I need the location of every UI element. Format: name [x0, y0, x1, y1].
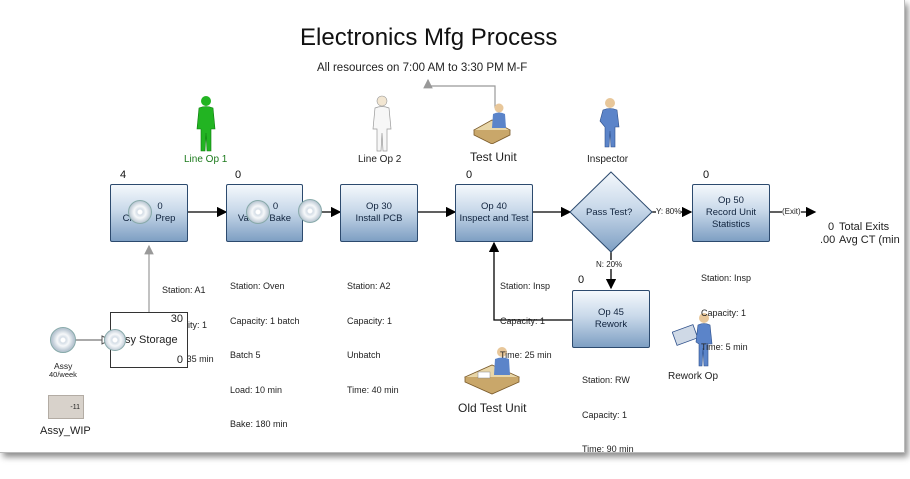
info-line: Time: 5 min: [701, 342, 748, 352]
op40-box[interactable]: Op 40 Inspect and Test: [455, 184, 533, 242]
op45-box[interactable]: Op 45 Rework: [572, 290, 650, 348]
operator-green-icon: [196, 96, 216, 152]
arrow-op45-op40: [488, 241, 572, 321]
op40-info: Station: Insp Capacity: 1 Time: 25 min: [500, 258, 552, 385]
avg-ct-label: Avg CT (min: [839, 234, 900, 246]
op20-count: 0: [235, 169, 242, 181]
op10-count: 4: [120, 169, 127, 181]
rework-op-label: Rework Op: [668, 371, 719, 382]
info-line: Station: A2: [347, 281, 391, 291]
op30-id: Op 30: [366, 201, 392, 212]
avg-ct-value: .00: [820, 234, 836, 246]
info-line: Capacity: 1: [582, 409, 628, 420]
diagram-canvas: Electronics Mfg Process All resources on…: [0, 0, 905, 454]
op20-info: Station: Oven Capacity: 1 batch Batch 5 …: [230, 258, 300, 454]
assy-rate: 40/week: [49, 370, 77, 379]
op45-count: 0: [578, 274, 585, 286]
info-line: Batch 5: [230, 350, 261, 360]
rework-op-icon: [672, 313, 713, 367]
op30-box[interactable]: Op 30 Install PCB: [340, 184, 418, 242]
info-line: Unbatch: [347, 350, 381, 360]
page-title: Electronics Mfg Process: [300, 24, 558, 51]
part-disc-icon: [298, 199, 322, 223]
info-line: Station: Insp: [500, 281, 551, 291]
op20-label: Vac Bake: [237, 213, 292, 224]
storage-bottom-value: 0: [176, 354, 183, 366]
info-line: Capacity: 1: [347, 315, 393, 326]
total-exits-label: Total Exits: [839, 221, 890, 233]
op50-label-2: Statistics: [711, 219, 750, 230]
info-line: Bake: 180 min: [230, 419, 288, 429]
info-line: Station: RW: [582, 375, 630, 385]
info-line: Time: 40 min: [347, 384, 399, 395]
test-unit-label: Test Unit: [470, 150, 517, 164]
test-unit-icon: [473, 103, 511, 144]
inspector-label: Inspector: [587, 154, 629, 165]
op50-count: 0: [703, 169, 710, 181]
op45-info: Station: RW Capacity: 1 Time: 90 min: [582, 352, 634, 479]
info-line: Capacity: 1 batch: [230, 315, 300, 326]
resource-pointer: [423, 78, 496, 108]
info-line: Station: A1: [162, 285, 206, 295]
info-line: Capacity: 1: [701, 307, 747, 318]
old-test-unit-icon: [464, 347, 520, 395]
decision-label[interactable]: Pass Test?: [586, 207, 633, 218]
info-line: Load: 10 min: [230, 384, 283, 395]
part-disc-icon: [104, 329, 126, 351]
assy-label: Assy: [54, 361, 73, 371]
op50-id: Op 50: [718, 195, 744, 206]
op40-count: 0: [466, 169, 473, 181]
op45-id: Op 45: [598, 307, 624, 318]
decision-no-label: N: 20%: [596, 260, 623, 269]
assy-wip-box[interactable]: -11: [48, 395, 84, 419]
op50-box[interactable]: Op 50 Record Unit Statistics: [692, 184, 770, 242]
op30-info: Station: A2 Capacity: 1 Unbatch Time: 40…: [347, 258, 399, 419]
op50-label: Record Unit: [705, 207, 757, 218]
wip-value: -11: [70, 404, 80, 411]
info-line: Station: Insp: [701, 273, 752, 283]
operator-white-icon: [372, 95, 392, 152]
op10-id: 0: [157, 201, 163, 212]
part-disc-icon: [128, 200, 152, 224]
decision-diamond: [569, 171, 653, 253]
op50-info: Station: Insp Capacity: 1 Time: 5 min: [701, 250, 751, 377]
part-disc-icon: [246, 200, 270, 224]
info-line: Time: 25 min: [500, 350, 552, 360]
page-subtitle: All resources on 7:00 AM to 3:30 PM M-F: [317, 62, 528, 74]
storage-label: sy Storage: [125, 334, 178, 346]
exit-label: (Exit): [782, 207, 801, 216]
arrival-disc-icon[interactable]: [50, 327, 76, 353]
op45-label: Rework: [594, 319, 628, 330]
op40-label: Inspect and Test: [459, 213, 529, 224]
info-line: Capacity: 1: [500, 315, 546, 326]
assy-wip-label: Assy_WIP: [40, 425, 91, 437]
info-line: Time: 90 min: [582, 444, 634, 454]
total-exits-value: 0: [828, 221, 835, 233]
decision-yes-label: Y: 80%: [656, 207, 682, 216]
inspector-icon: [599, 98, 620, 148]
line-op1-label: Line Op 1: [184, 154, 228, 165]
op20-id: 0: [272, 201, 279, 212]
op30-label: Install PCB: [355, 213, 403, 224]
info-line: Station: Oven: [230, 281, 285, 291]
line-op2-label: Line Op 2: [358, 154, 402, 165]
storage-top-value: 30: [170, 313, 183, 325]
old-test-unit-label: Old Test Unit: [458, 401, 527, 415]
op40-id: Op 40: [481, 201, 507, 212]
